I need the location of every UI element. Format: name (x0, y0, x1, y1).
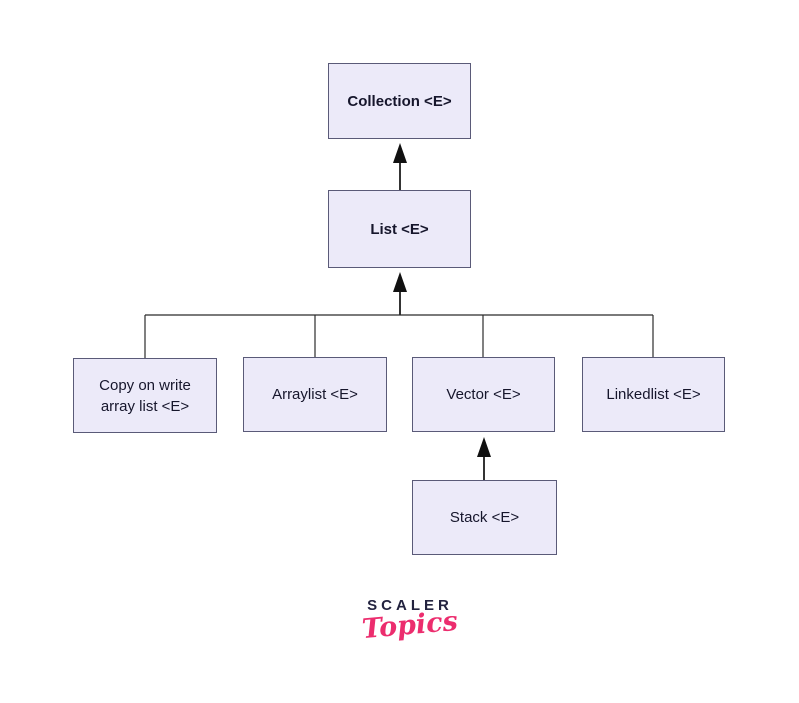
arrowhead-list-to-collection (393, 143, 407, 163)
node-arraylist-label: Arraylist <E> (272, 386, 358, 403)
node-collection: Collection <E> (328, 63, 471, 139)
node-list-label: List <E> (370, 220, 429, 238)
node-vector-label: Vector <E> (446, 386, 521, 403)
node-linkedlist: Linkedlist <E> (582, 357, 725, 432)
node-arraylist: Arraylist <E> (243, 357, 387, 432)
node-copy-on-write-array-list: Copy on write array list <E> (73, 358, 217, 433)
node-stack-label: Stack <E> (449, 509, 520, 526)
node-vector: Vector <E> (412, 357, 555, 432)
node-stack: Stack <E> (412, 480, 557, 555)
arrowhead-stack-to-vector (477, 437, 491, 457)
arrowhead-junction-to-list (393, 272, 407, 292)
node-copy-on-write-array-list-label: Copy on write array list <E> (99, 376, 191, 415)
logo-sub-text: Topics (360, 605, 460, 646)
node-linkedlist-label: Linkedlist <E> (606, 386, 701, 403)
node-collection-label: Collection <E> (347, 92, 452, 110)
scaler-topics-logo: SCALER Topics (330, 597, 490, 645)
logo-brand-text: SCALER (367, 597, 453, 614)
node-list: List <E> (328, 190, 471, 268)
